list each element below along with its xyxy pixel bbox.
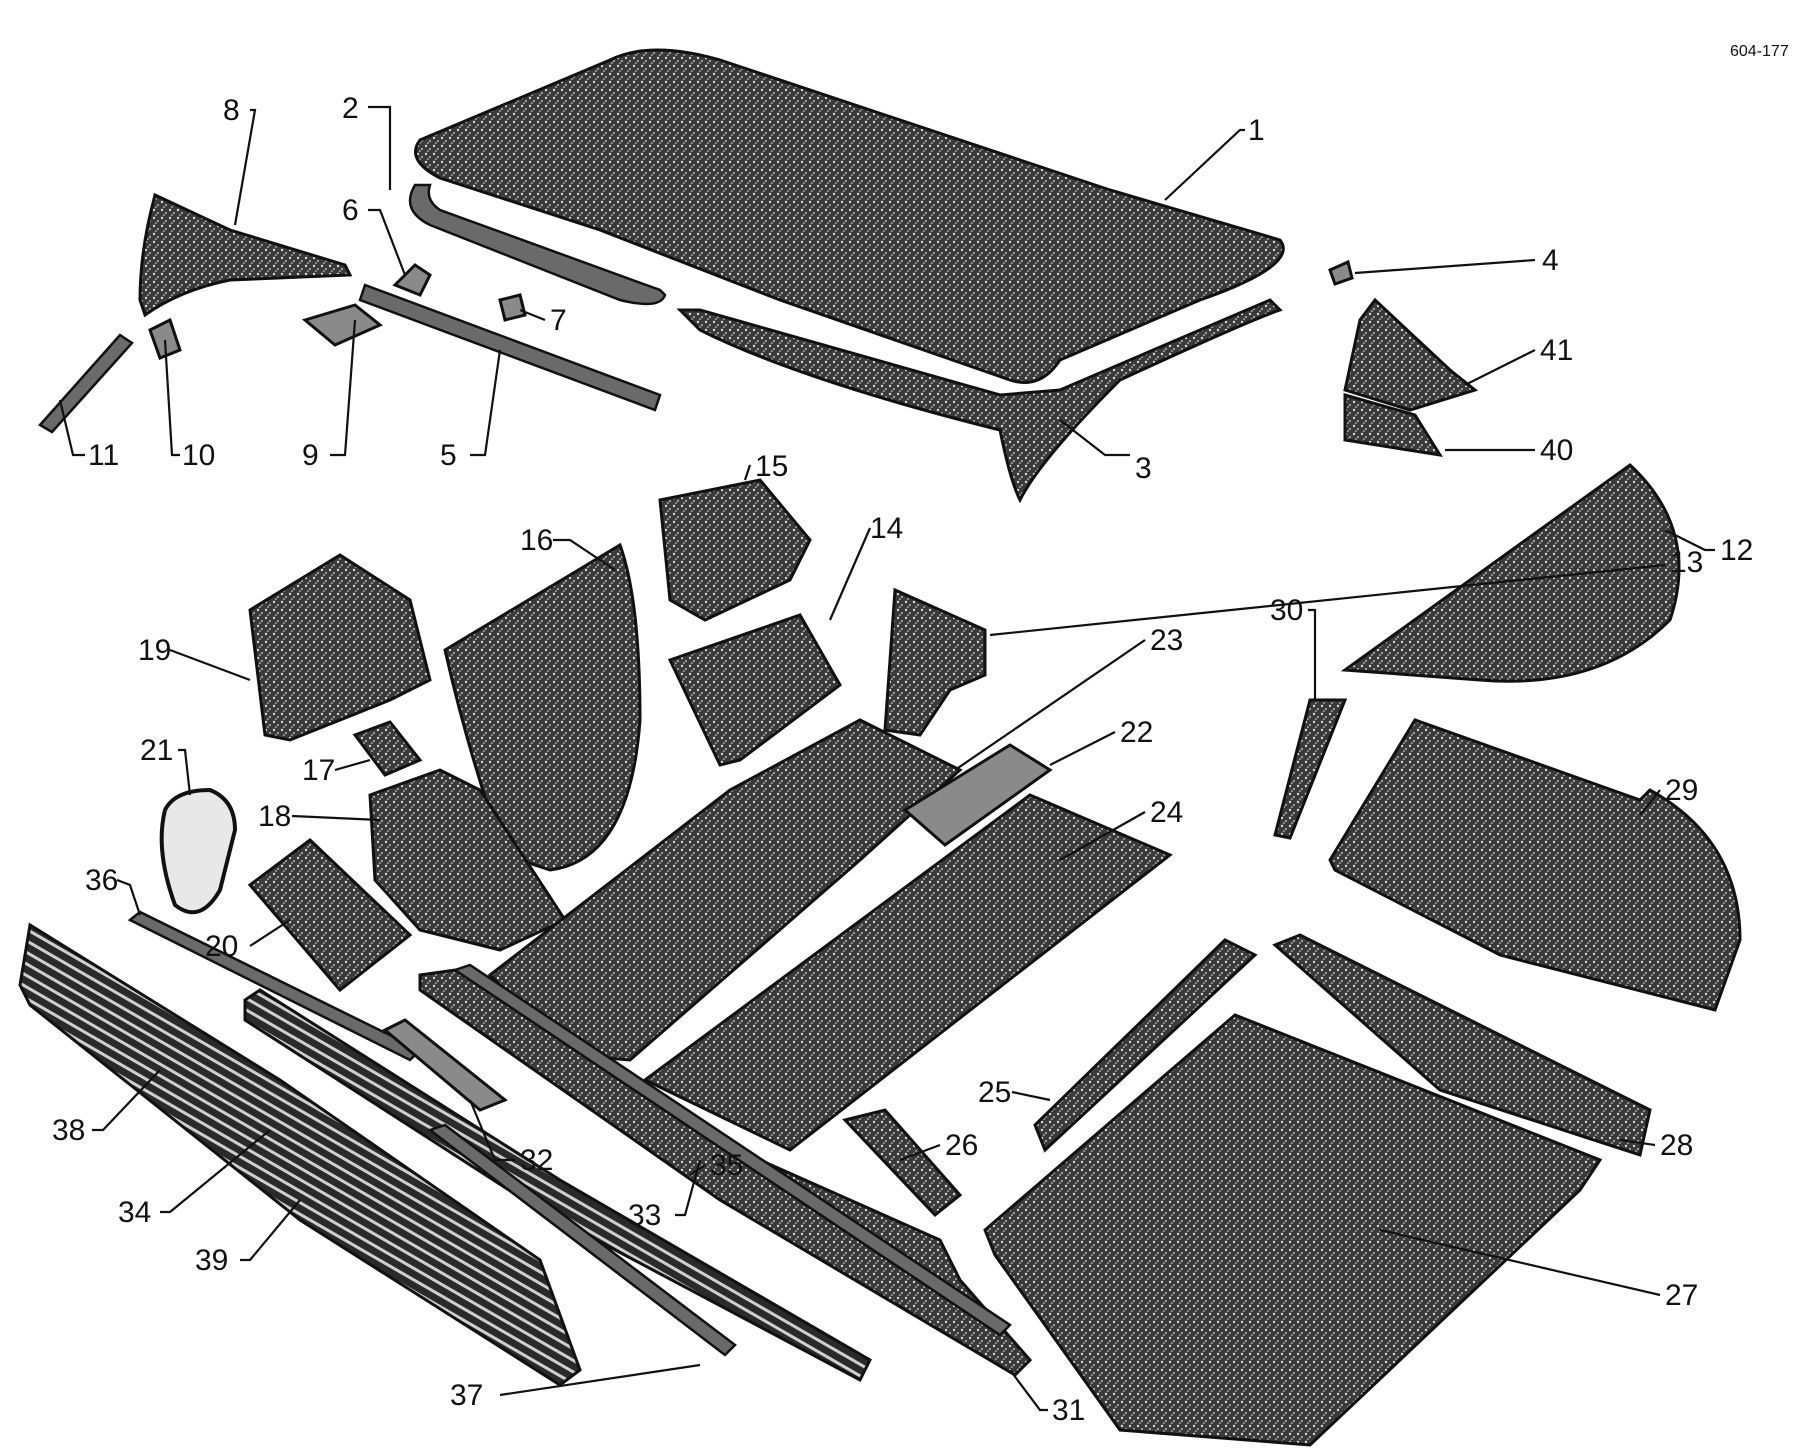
part-bracket-9 (301, 303, 383, 347)
callout-labels: 1 2 3 4 5 6 7 8 9 10 11 12 13 14 15 16 1… (52, 92, 1753, 1427)
callout-38: 38 (52, 1114, 85, 1147)
part-panel-17 (352, 720, 423, 777)
callout-12: 12 (1720, 534, 1753, 567)
callout-24: 24 (1150, 796, 1183, 829)
part-sill-38-39 (18, 922, 582, 1387)
callout-18: 18 (258, 800, 291, 833)
callout-4: 4 (1542, 244, 1559, 277)
callout-29: 29 (1665, 774, 1698, 807)
part-rear-floor-27 (983, 1013, 1603, 1447)
callout-9: 9 (302, 439, 319, 472)
callout-27: 27 (1665, 1279, 1698, 1312)
part-cover-21 (159, 787, 238, 915)
callout-5: 5 (440, 439, 457, 472)
part-bracket-32 (382, 1018, 508, 1112)
part-panel-20 (247, 838, 413, 993)
part-floor-mat-24 (642, 793, 1173, 1152)
callout-37: 37 (450, 1379, 483, 1412)
callout-23: 23 (1150, 624, 1183, 657)
callout-10: 10 (182, 439, 215, 472)
callout-6: 6 (342, 194, 359, 227)
part-mat-22 (902, 743, 1053, 847)
part-clip-6 (392, 263, 432, 297)
leader-lines (58, 105, 1715, 1412)
part-clip-10 (148, 317, 182, 360)
part-strip-30 (1273, 698, 1348, 840)
part-half-moon-12 (1340, 463, 1681, 683)
part-sill-trim-34-35 (243, 988, 872, 1383)
callout-19: 19 (138, 634, 171, 667)
part-clip-7 (498, 293, 527, 322)
callout-41: 41 (1540, 334, 1573, 367)
callout-14: 14 (870, 512, 903, 545)
callout-30: 30 (1270, 594, 1303, 627)
callout-25: 25 (978, 1076, 1011, 1109)
part-rail-5 (358, 283, 662, 412)
part-panel-18 (368, 768, 568, 952)
callout-20: 20 (205, 930, 238, 963)
callout-28: 28 (1660, 1129, 1693, 1162)
callout-2: 2 (342, 92, 359, 125)
callout-40: 40 (1540, 434, 1573, 467)
part-panel-19 (248, 553, 432, 742)
callout-32: 32 (520, 1144, 553, 1177)
part-rail-37 (427, 1123, 737, 1357)
reference-code: 604-177 (1730, 43, 1789, 60)
part-panel-15 (658, 478, 812, 622)
callout-36: 36 (85, 864, 118, 897)
callout-16: 16 (520, 524, 553, 557)
callout-7: 7 (550, 304, 567, 337)
part-panel-14 (667, 613, 842, 767)
callout-33: 33 (628, 1199, 661, 1232)
part-pillar-trim (138, 192, 353, 318)
part-wheel-arch-16 (443, 542, 642, 872)
callout-15: 15 (755, 450, 788, 483)
callout-39: 39 (195, 1244, 228, 1277)
part-headliner-frame (676, 298, 1283, 504)
callout-3: 3 (1135, 452, 1152, 485)
callout-13: 13 (1670, 546, 1703, 579)
part-corner-trim-41 (1343, 297, 1479, 412)
callout-17: 17 (302, 754, 335, 787)
callout-8: 8 (223, 94, 240, 127)
part-strip-25 (1033, 938, 1258, 1153)
callout-21: 21 (140, 734, 173, 767)
part-headliner (414, 48, 1285, 384)
callout-1: 1 (1248, 114, 1265, 147)
callout-22: 22 (1120, 716, 1153, 749)
part-rail-33 (452, 963, 1012, 1337)
callout-26: 26 (945, 1129, 978, 1162)
part-roll-26 (842, 1108, 963, 1218)
part-strip-11 (38, 333, 134, 434)
callout-31: 31 (1052, 1394, 1085, 1427)
part-rear-panel-29 (1328, 718, 1742, 1012)
part-front-trim (408, 183, 667, 306)
part-strip-28 (1272, 933, 1652, 1157)
part-corner-block-40 (1343, 393, 1444, 457)
callout-35: 35 (710, 1149, 743, 1182)
callout-11: 11 (88, 439, 119, 472)
part-clip-4 (1328, 259, 1354, 286)
callout-34: 34 (118, 1196, 151, 1229)
part-panel-13 (883, 587, 987, 737)
